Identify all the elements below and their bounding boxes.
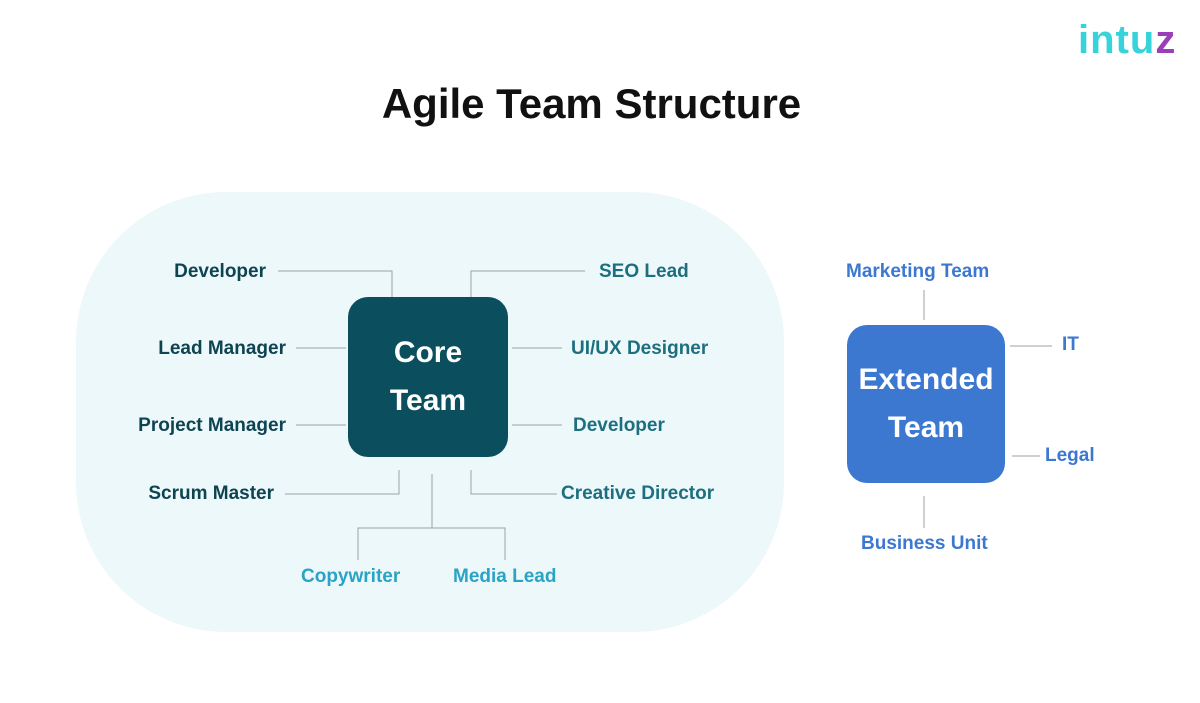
role-project-manager: Project Manager (138, 415, 286, 436)
core-box-line1: Core (393, 336, 463, 369)
role-marketing-team: Marketing Team (846, 261, 990, 282)
core-team-box: Core Team (348, 297, 508, 457)
connector-bottom-branch (357, 527, 506, 560)
role-developer-left: Developer (174, 261, 266, 282)
role-scrum-master: Scrum Master (148, 483, 274, 504)
extended-box-line1: Extended (858, 363, 994, 396)
role-ui-ux-designer: UI/UX Designer (571, 338, 709, 359)
role-legal: Legal (1045, 445, 1095, 466)
connector-creative-director (470, 470, 557, 495)
role-seo-lead: SEO Lead (599, 261, 689, 282)
connector-scrum-master (285, 470, 400, 495)
role-media-lead: Media Lead (453, 566, 557, 587)
role-business-unit: Business Unit (861, 533, 988, 554)
role-developer-right: Developer (573, 415, 665, 436)
intuz-logo: intuz (1078, 18, 1177, 62)
page-title: Agile Team Structure (381, 80, 802, 127)
role-copywriter: Copywriter (301, 566, 401, 587)
connector-developer-left (278, 270, 393, 297)
core-box-line2: Team (389, 384, 467, 417)
role-lead-manager: Lead Manager (158, 338, 286, 359)
extended-box-line2: Team (887, 411, 965, 444)
role-it: IT (1062, 334, 1079, 355)
connector-seo-lead (470, 270, 585, 297)
extended-team-box: Extended Team (847, 325, 1005, 483)
role-creative-director: Creative Director (561, 483, 715, 504)
